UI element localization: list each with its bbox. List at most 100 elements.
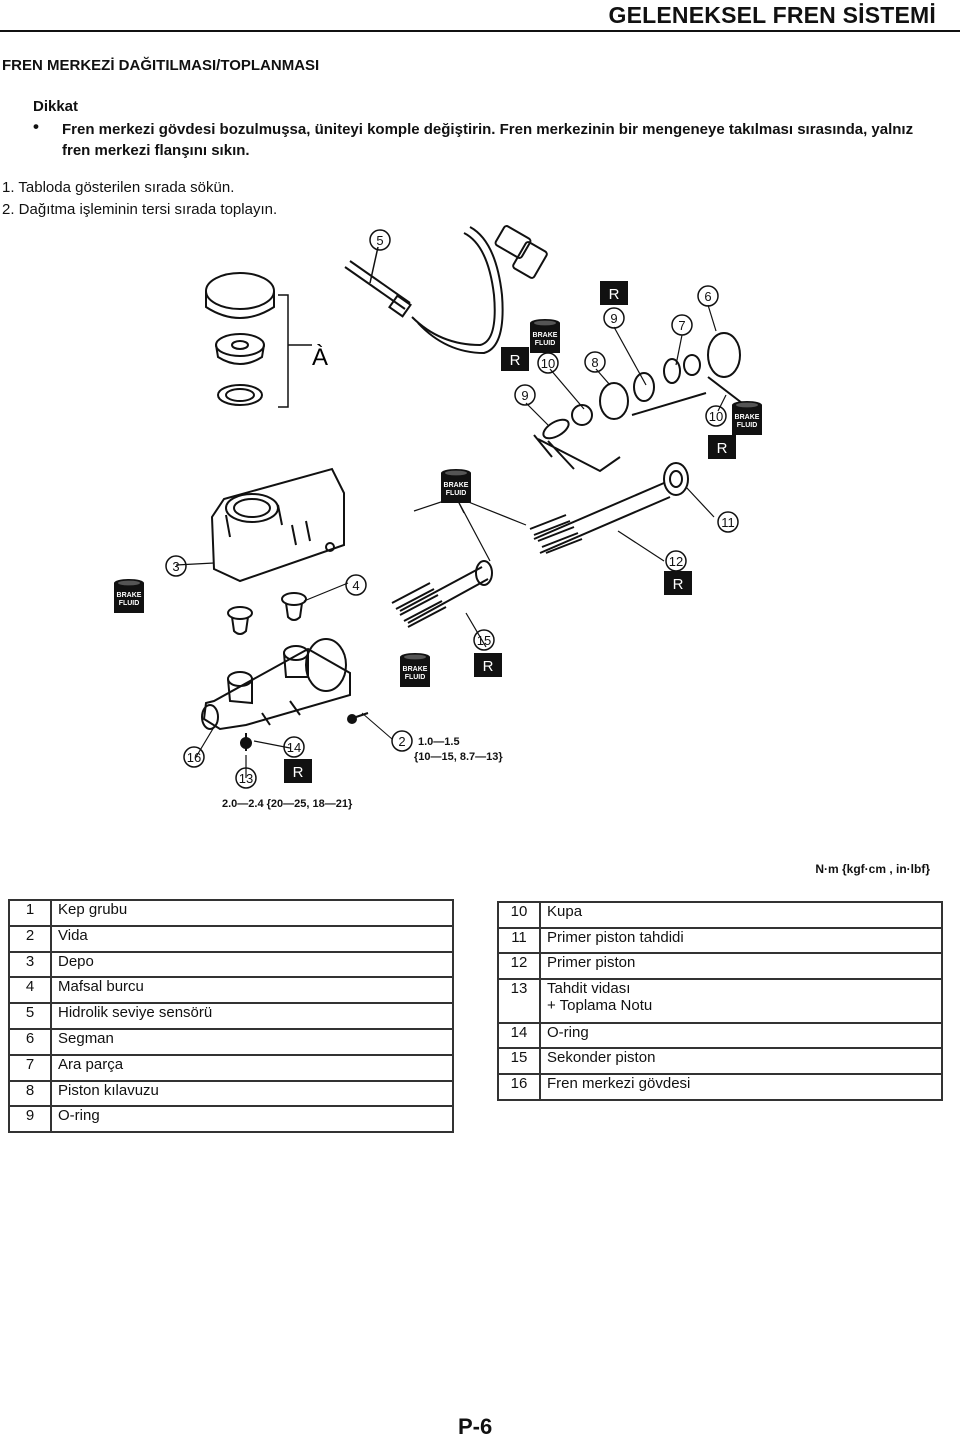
- part-name: Mafsal burcu: [58, 978, 144, 996]
- svg-text:BRAKE: BRAKE: [403, 666, 428, 673]
- table-row: 10 Kupa: [497, 901, 943, 929]
- svg-text:11: 11: [721, 515, 735, 530]
- reservoir-illustration: [210, 467, 345, 583]
- cap-group-illustration: [205, 272, 312, 408]
- part-name: Segman: [58, 1029, 114, 1047]
- r-badge-6: R: [284, 759, 312, 783]
- r-badge-1: R: [600, 281, 628, 305]
- brake-fluid-can-1: BRAKE FLUID: [530, 319, 560, 353]
- part-name-cell: O-ring: [539, 1021, 943, 1050]
- part-name: Kep grubu: [58, 901, 128, 918]
- svg-text:5: 5: [376, 233, 383, 248]
- callout-11: 11: [717, 511, 739, 533]
- part-name-cell: Piston kılavuzu: [50, 1079, 454, 1108]
- callout-12: 12: [665, 550, 687, 572]
- part-name: Sekonder piston: [547, 1049, 656, 1067]
- part-name: Ara parça: [58, 1055, 124, 1073]
- part-number: 2: [8, 924, 52, 953]
- part-name-cell: Primer piston tahdidi: [539, 926, 943, 955]
- svg-text:2: 2: [398, 734, 405, 749]
- svg-text:6: 6: [704, 289, 711, 304]
- part-name-cell: Depo: [50, 950, 454, 979]
- svg-text:R: R: [483, 658, 494, 675]
- torque-screw-line1: 1.0—1.5: [418, 736, 460, 748]
- brake-fluid-can-4: BRAKE FLUID: [114, 579, 144, 613]
- callout-7: 7: [671, 314, 693, 336]
- svg-text:R: R: [609, 286, 620, 303]
- part-name-cell: Vida: [50, 924, 454, 953]
- master-cylinder-exploded-diagram: À: [114, 225, 762, 810]
- part-number: 7: [8, 1053, 52, 1082]
- part-name: Kupa: [547, 903, 583, 920]
- secondary-piston-illustration: [391, 560, 493, 628]
- part-number: 8: [8, 1079, 52, 1108]
- part-name-cell: Kep grubu: [50, 899, 454, 927]
- caution-bullet: •: [33, 117, 39, 136]
- svg-text:10: 10: [541, 356, 555, 371]
- callout-6: 6: [697, 285, 719, 307]
- callout-16: 16: [183, 746, 205, 768]
- table-row: 7 Ara parça: [8, 1053, 454, 1082]
- svg-text:14: 14: [287, 740, 301, 755]
- part-name: Tahdit vidası: [547, 979, 631, 997]
- svg-text:R: R: [673, 576, 684, 593]
- part-name-cell: Fren merkezi gövdesi: [539, 1072, 943, 1101]
- svg-text:15: 15: [477, 633, 491, 648]
- torque-units-label: N·m {kgf·cm , in·lbf}: [815, 862, 930, 876]
- table-row: 12 Primer piston: [497, 952, 943, 980]
- part-name: Primer piston: [547, 954, 636, 972]
- table-row: 2 Vida: [8, 924, 454, 953]
- part-number: 1: [8, 899, 52, 927]
- part-number: 5: [8, 1002, 52, 1030]
- callout-2: 2: [391, 730, 413, 752]
- svg-text:9: 9: [521, 388, 528, 403]
- callout-10a: 10: [537, 352, 559, 374]
- r-badge-2: R: [501, 347, 529, 371]
- svg-text:13: 13: [239, 771, 253, 786]
- part-name: O-ring: [547, 1023, 589, 1041]
- r-badge-3: R: [708, 435, 736, 459]
- cylinder-body-illustration: [201, 638, 351, 751]
- r-badge-4: R: [664, 571, 692, 595]
- callout-5: 5: [369, 229, 391, 251]
- svg-text:4: 4: [352, 578, 359, 593]
- callout-4: 4: [345, 574, 367, 596]
- svg-text:BRAKE: BRAKE: [533, 332, 558, 339]
- part-name: Vida: [58, 926, 88, 944]
- screw-illustration: [347, 712, 393, 740]
- svg-text:BRAKE: BRAKE: [117, 592, 142, 599]
- torque-bolt: 2.0—2.4 {20—25, 18—21}: [222, 798, 353, 810]
- callout-15: 15: [473, 629, 495, 651]
- svg-text:FLUID: FLUID: [119, 600, 140, 607]
- svg-text:7: 7: [678, 318, 685, 333]
- seal-rings-illustration: [533, 332, 743, 473]
- part-number: 9: [8, 1105, 52, 1134]
- primary-piston-illustration: [529, 462, 689, 554]
- header-rule: [0, 30, 960, 32]
- svg-text:12: 12: [669, 554, 683, 569]
- page-number: P-6: [458, 1414, 493, 1439]
- svg-text:3: 3: [172, 559, 179, 574]
- part-name-cell: Mafsal burcu: [50, 976, 454, 1005]
- part-name: Primer piston tahdidi: [547, 928, 684, 946]
- callout-10b: 10: [705, 405, 727, 427]
- level-sensor-illustration: [344, 225, 548, 355]
- svg-text:FLUID: FLUID: [535, 340, 556, 347]
- brake-fluid-can-5: BRAKE FLUID: [400, 653, 430, 687]
- part-name-cell: O-ring: [50, 1105, 454, 1134]
- svg-text:9: 9: [610, 311, 617, 326]
- svg-text:8: 8: [591, 355, 598, 370]
- callout-14: 14: [283, 736, 305, 758]
- part-number: 13: [497, 977, 541, 1024]
- part-number: 12: [497, 952, 541, 980]
- brake-fluid-can-3: BRAKE FLUID: [441, 469, 471, 503]
- part-name: Fren merkezi gövdesi: [547, 1074, 691, 1092]
- part-number: 16: [497, 1072, 541, 1101]
- part-number: 10: [497, 901, 541, 929]
